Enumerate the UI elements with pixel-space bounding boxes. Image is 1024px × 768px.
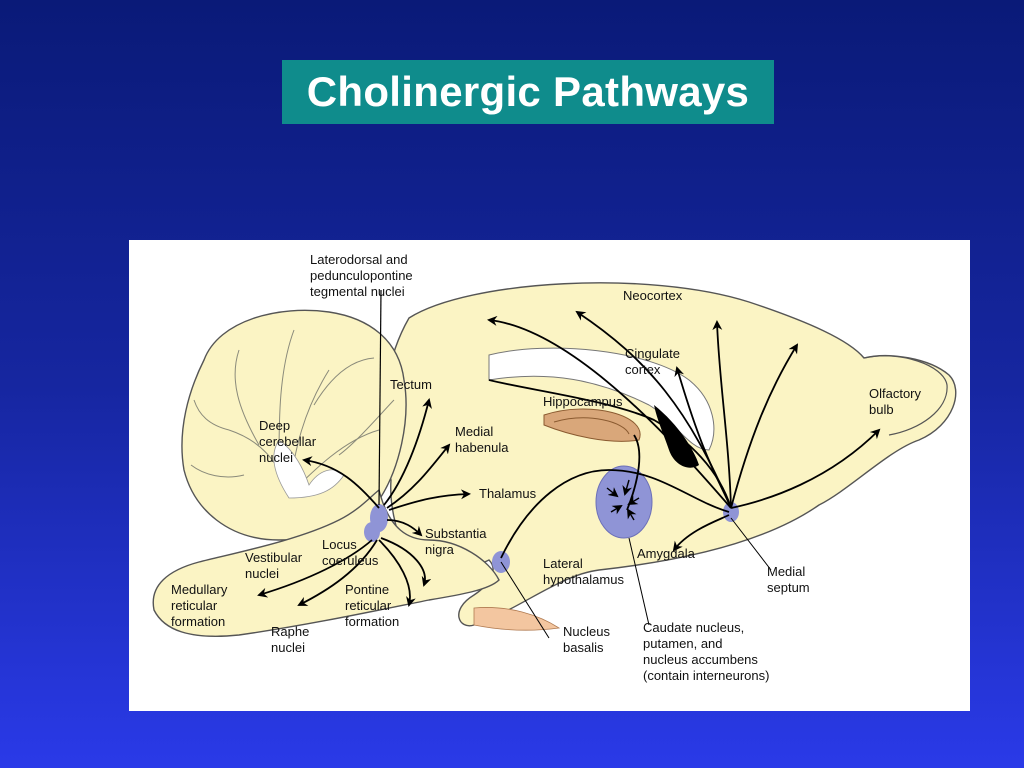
label-olfactory-2: bulb (869, 402, 894, 417)
caudate-nucleus-oval (595, 465, 653, 539)
pathway-arrows (257, 289, 881, 639)
basal-forebrain-region (473, 607, 561, 631)
label-ldt-2: pedunculopontine (310, 268, 413, 283)
label-lateral-1: Lateral (543, 556, 583, 571)
label-cingulate-2: cortex (625, 362, 661, 377)
label-locus-2: coeruleus (322, 553, 379, 568)
label-tectum: Tectum (390, 377, 432, 392)
label-pontine-3: formation (345, 614, 399, 629)
label-ldt-1: Laterodorsal and (310, 252, 408, 267)
lateral-ventricle (488, 347, 715, 451)
label-medullary-2: reticular (171, 598, 218, 613)
label-lateral-2: hypothalamus (543, 572, 624, 587)
label-neocortex: Neocortex (623, 288, 683, 303)
label-nucleus-basalis-1: Nucleus (563, 624, 610, 639)
locus-coeruleus-nucleus (364, 522, 380, 542)
slide-title: Cholinergic Pathways (306, 68, 750, 115)
hippocampus-shape (543, 408, 641, 442)
brain-diagram-figure: Laterodorsal and pedunculopontine tegmen… (129, 240, 970, 711)
diagram-labels: Laterodorsal and pedunculopontine tegmen… (171, 252, 922, 683)
label-deep-3: nuclei (259, 450, 293, 465)
label-caudate-2: putamen, and (643, 636, 723, 651)
label-pontine-1: Pontine (345, 582, 389, 597)
label-nucleus-basalis-2: basalis (563, 640, 604, 655)
label-substantia-2: nigra (425, 542, 455, 557)
label-olfactory-1: Olfactory (869, 386, 922, 401)
olfactory-bulb-shape (863, 355, 948, 436)
label-substantia-1: Substantia (425, 526, 487, 541)
label-vestibular-2: nuclei (245, 566, 279, 581)
label-deep-1: Deep (259, 418, 290, 433)
label-hippocampus: Hippocampus (543, 394, 623, 409)
label-deep-2: cerebellar (259, 434, 317, 449)
label-medullary-3: formation (171, 614, 225, 629)
label-pontine-2: reticular (345, 598, 392, 613)
label-locus-1: Locus (322, 537, 357, 552)
label-ldt-3: tegmental nuclei (310, 284, 405, 299)
third-ventricle-dark (654, 405, 699, 468)
caudate-interneuron-arrows (606, 479, 640, 521)
label-raphe-1: Raphe (271, 624, 309, 639)
label-amygdala: Amygdala (637, 546, 696, 561)
label-raphe-2: nuclei (271, 640, 305, 655)
label-cingulate-1: Cingulate (625, 346, 680, 361)
label-medial-septum-1: Medial (767, 564, 805, 579)
label-medial-habenula-2: habenula (455, 440, 509, 455)
label-caudate-4: (contain interneurons) (643, 668, 769, 683)
label-thalamus: Thalamus (479, 486, 537, 501)
brain-diagram-svg: Laterodorsal and pedunculopontine tegmen… (152, 252, 957, 683)
label-caudate-1: Caudate nucleus, (643, 620, 744, 635)
label-medullary-1: Medullary (171, 582, 228, 597)
label-caudate-3: nucleus accumbens (643, 652, 758, 667)
label-medial-habenula-1: Medial (455, 424, 493, 439)
cerebellum-white-matter (273, 439, 345, 499)
hippocampus-fold (553, 417, 630, 435)
label-vestibular-1: Vestibular (245, 550, 303, 565)
slide-title-box: Cholinergic Pathways (282, 60, 774, 124)
label-medial-septum-2: septum (767, 580, 810, 595)
